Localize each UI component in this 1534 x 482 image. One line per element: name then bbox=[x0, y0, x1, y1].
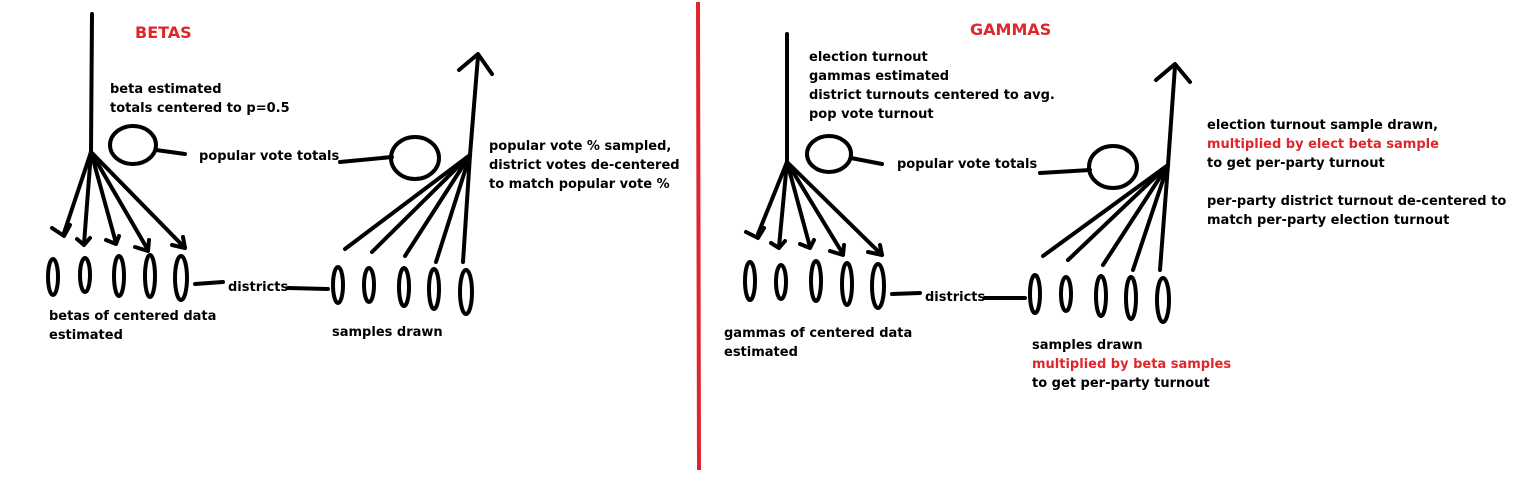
gamma-per-party-decentered-label: per-party district turnout de-centered t… bbox=[1207, 194, 1507, 228]
gamma-sample-2 bbox=[1059, 275, 1073, 313]
beta-fan-line-5 bbox=[89, 150, 187, 250]
beta-district-4 bbox=[143, 253, 157, 299]
gamma-popular-vote-circle-right bbox=[1087, 144, 1139, 190]
gamma-district-2 bbox=[774, 263, 788, 301]
gamma-district-3 bbox=[809, 259, 823, 303]
gammas-title: GAMMAS bbox=[970, 20, 1052, 39]
divider-line bbox=[696, 1, 701, 471]
beta-district-3 bbox=[112, 254, 126, 298]
beta-sample-5 bbox=[458, 268, 474, 316]
gamma-districts-label: districts bbox=[925, 290, 986, 305]
beta-sample-1 bbox=[331, 265, 345, 305]
beta-popular-vote-circle-left bbox=[108, 124, 158, 166]
gamma-popular-vote-circle-left bbox=[805, 134, 853, 174]
gamma-district-5 bbox=[870, 262, 886, 310]
gamma-sample-1 bbox=[1028, 273, 1042, 315]
beta-district-1 bbox=[46, 257, 60, 297]
gamma-sample-5 bbox=[1155, 276, 1171, 324]
beta-popular-vote-sampled-label: popular vote % sampled, district votes d… bbox=[489, 139, 680, 192]
beta-district-2 bbox=[78, 256, 92, 294]
multiplied-by-beta-samples-label: multiplied by beta samples bbox=[1032, 357, 1232, 372]
gamma-election-turnout-label: election turnout gammas estimated distri… bbox=[809, 50, 1055, 122]
beta-up-arrow bbox=[468, 54, 480, 157]
beta-district-5 bbox=[173, 254, 189, 302]
beta-sample-4 bbox=[427, 267, 441, 311]
gamma-sample-3 bbox=[1094, 274, 1108, 318]
betas-title: BETAS bbox=[135, 23, 192, 42]
beta-samples-drawn-label: samples drawn bbox=[332, 325, 443, 340]
betas-of-centered-label: betas of centered data estimated bbox=[49, 309, 217, 343]
beta-fan-line-3 bbox=[89, 150, 118, 245]
gammas-of-centered-label: gammas of centered data estimated bbox=[724, 326, 913, 360]
gamma-turnout-sample-label: election turnout sample drawn, multiplie… bbox=[1207, 118, 1439, 171]
gamma-up-arrow bbox=[1166, 64, 1177, 167]
beta-vertical-line bbox=[89, 12, 94, 154]
gamma-samples-drawn-label: samples drawn multiplied by beta samples… bbox=[1032, 338, 1232, 391]
beta-popular-vote-circle-right bbox=[389, 135, 441, 181]
gamma-district-4 bbox=[840, 261, 854, 307]
gamma-popular-vote-totals-label: popular vote totals bbox=[897, 157, 1038, 172]
beta-sample-2 bbox=[362, 266, 376, 304]
beta-fan-line-1 bbox=[62, 150, 93, 235]
gamma-sample-4 bbox=[1124, 275, 1138, 321]
beta-estimated-label: beta estimated totals centered to p=0.5 bbox=[110, 82, 290, 116]
beta-popular-vote-totals-label: popular vote totals bbox=[199, 149, 340, 164]
gamma-district-1 bbox=[743, 260, 757, 302]
beta-fan-line-4 bbox=[89, 150, 150, 252]
multiplied-by-elect-beta-label: multiplied by elect beta sample bbox=[1207, 137, 1439, 152]
beta-sample-3 bbox=[397, 266, 411, 308]
beta-districts-label: districts bbox=[228, 280, 289, 295]
beta-fan-line-2 bbox=[82, 150, 93, 246]
